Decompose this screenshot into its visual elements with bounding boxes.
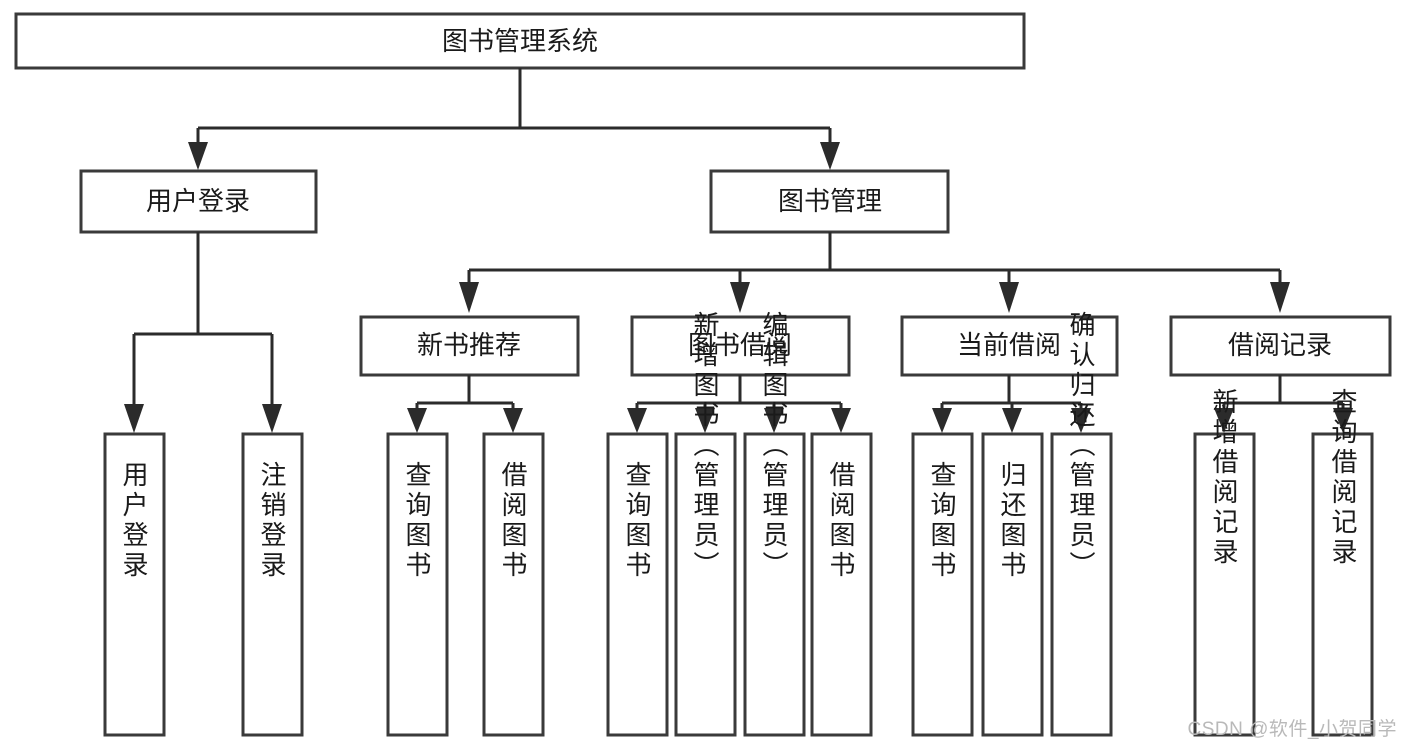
leaf-label: 编辑图书（管理员） xyxy=(759,311,789,581)
leaf-label: 查询图书 xyxy=(927,461,957,581)
arrow-icon-to-user-login xyxy=(188,142,208,170)
arrow-icon-book-borrow-leaf-2 xyxy=(695,408,715,433)
current-borrow-box[interactable] xyxy=(900,315,1119,377)
arrow-icon-user-login-leaf-1 xyxy=(124,404,144,433)
leaf-borrow-record-2[interactable]: 查询借阅记录 xyxy=(1311,388,1374,737)
user-login-label: 用户登录 xyxy=(146,186,250,216)
node-book-manage[interactable]: 图书管理 xyxy=(709,169,950,234)
leaf-new-book-2[interactable]: 借阅图书 xyxy=(482,432,545,737)
arrow-icon-book-borrow-leaf-3 xyxy=(764,408,784,433)
leaf-box[interactable] xyxy=(386,432,449,737)
leaf-label: 查询借阅记录 xyxy=(1328,388,1358,568)
connector-borrow-record-to-leaves xyxy=(1214,375,1353,433)
arrow-icon-book-borrow-leaf-1 xyxy=(627,408,647,433)
book-borrow-label: 图书借阅 xyxy=(688,330,792,360)
connector-new-book-to-leaves xyxy=(407,375,523,433)
arrow-icon-new-book-leaf-2 xyxy=(503,408,523,433)
leaf-box[interactable] xyxy=(1311,432,1374,737)
new-book-box[interactable] xyxy=(359,315,580,377)
connector-book-manage-to-level3 xyxy=(459,232,1290,313)
arrow-icon-borrow-record-leaf-2 xyxy=(1333,408,1353,433)
borrow-record-label: 借阅记录 xyxy=(1228,330,1332,360)
connector-current-borrow-to-leaves xyxy=(932,375,1091,433)
leaf-current-borrow-3[interactable]: 确认归还（管理员） xyxy=(1050,311,1113,737)
leaf-box[interactable] xyxy=(981,432,1044,737)
leaf-new-book-1[interactable]: 查询图书 xyxy=(386,432,449,737)
arrow-icon-borrow-record-leaf-1 xyxy=(1214,408,1234,433)
leaf-book-borrow-2[interactable]: 新增图书（管理员） xyxy=(674,311,737,737)
leaf-label: 用户登录 xyxy=(119,461,149,581)
book-borrow-box[interactable] xyxy=(630,315,851,377)
leaf-current-borrow-1[interactable]: 查询图书 xyxy=(911,432,974,737)
connector-book-borrow-to-leaves xyxy=(627,375,851,433)
book-manage-box[interactable] xyxy=(709,169,950,234)
root-label: 图书管理系统 xyxy=(442,26,598,56)
connector-root-to-level2 xyxy=(188,68,840,170)
arrow-icon-book-borrow-leaf-4 xyxy=(831,408,851,433)
leaf-box[interactable] xyxy=(911,432,974,737)
leaf-label: 借阅图书 xyxy=(826,461,856,581)
leaf-box[interactable] xyxy=(482,432,545,737)
leaf-box[interactable] xyxy=(606,432,669,737)
leaf-book-borrow-3[interactable]: 编辑图书（管理员） xyxy=(743,311,806,737)
leaf-box[interactable] xyxy=(743,432,806,737)
leaf-box[interactable] xyxy=(241,432,304,737)
leaf-label: 归还图书 xyxy=(997,461,1027,581)
connector-user-login-to-leaves xyxy=(124,232,282,433)
leaf-label: 新增图书（管理员） xyxy=(690,311,720,581)
leaf-label: 确认归还（管理员） xyxy=(1066,311,1096,581)
leaf-user-login-2[interactable]: 注销登录 xyxy=(241,432,304,737)
book-manage-label: 图书管理 xyxy=(778,186,882,216)
arrow-icon-to-current-borrow xyxy=(999,282,1019,313)
leaf-label: 新增借阅记录 xyxy=(1209,388,1239,568)
leaf-box[interactable] xyxy=(674,432,737,737)
arrow-icon-new-book-leaf-1 xyxy=(407,408,427,433)
leaf-book-borrow-1[interactable]: 查询图书 xyxy=(606,432,669,737)
arrow-icon-current-borrow-leaf-2 xyxy=(1002,408,1022,433)
node-current-borrow[interactable]: 当前借阅 xyxy=(900,315,1119,377)
leaf-box[interactable] xyxy=(1193,432,1256,737)
leaf-book-borrow-4[interactable]: 借阅图书 xyxy=(810,432,873,737)
new-book-label: 新书推荐 xyxy=(417,330,521,360)
arrow-icon-user-login-leaf-2 xyxy=(262,404,282,433)
arrow-icon-to-book-borrow xyxy=(730,282,750,313)
leaf-label: 查询图书 xyxy=(402,461,432,581)
node-book-borrow[interactable]: 图书借阅 xyxy=(630,315,851,377)
arrow-icon-current-borrow-leaf-1 xyxy=(932,408,952,433)
leaf-label: 借阅图书 xyxy=(498,461,528,581)
leaf-user-login-1[interactable]: 用户登录 xyxy=(103,432,166,737)
node-root[interactable]: 图书管理系统 xyxy=(14,12,1026,70)
node-user-login[interactable]: 用户登录 xyxy=(79,169,318,234)
arrow-icon-to-book-manage xyxy=(820,142,840,170)
arrow-icon-to-new-book xyxy=(459,282,479,313)
leaf-label: 注销登录 xyxy=(257,461,287,581)
borrow-record-box[interactable] xyxy=(1169,315,1392,377)
leaf-box[interactable] xyxy=(1050,432,1113,737)
leaf-box[interactable] xyxy=(810,432,873,737)
arrow-icon-to-borrow-record xyxy=(1270,282,1290,313)
leaf-label: 查询图书 xyxy=(622,461,652,581)
leaf-box[interactable] xyxy=(103,432,166,737)
leaf-current-borrow-2[interactable]: 归还图书 xyxy=(981,432,1044,737)
leaf-borrow-record-1[interactable]: 新增借阅记录 xyxy=(1193,388,1256,737)
arrow-icon-current-borrow-leaf-3 xyxy=(1071,408,1091,433)
node-borrow-record[interactable]: 借阅记录 xyxy=(1169,315,1392,377)
node-new-book[interactable]: 新书推荐 xyxy=(359,315,580,377)
current-borrow-label: 当前借阅 xyxy=(957,330,1061,360)
root-box[interactable] xyxy=(14,12,1026,70)
